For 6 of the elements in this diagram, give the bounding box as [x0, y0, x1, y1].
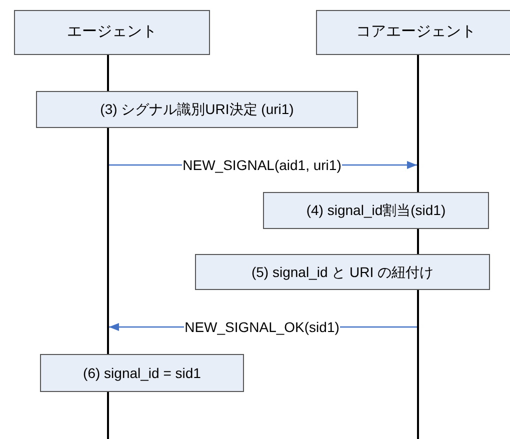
process-box: (4) signal_id割当(sid1) — [263, 192, 489, 229]
participant-box: エージェント — [14, 10, 210, 55]
process-box: (6) signal_id = sid1 — [40, 354, 244, 392]
process-box: (3) シグナル識別URI決定 (uri1) — [36, 91, 358, 128]
participant-box: コアエージェント — [316, 10, 510, 55]
process-box: (5) signal_id と URI の紐付け — [195, 254, 490, 290]
